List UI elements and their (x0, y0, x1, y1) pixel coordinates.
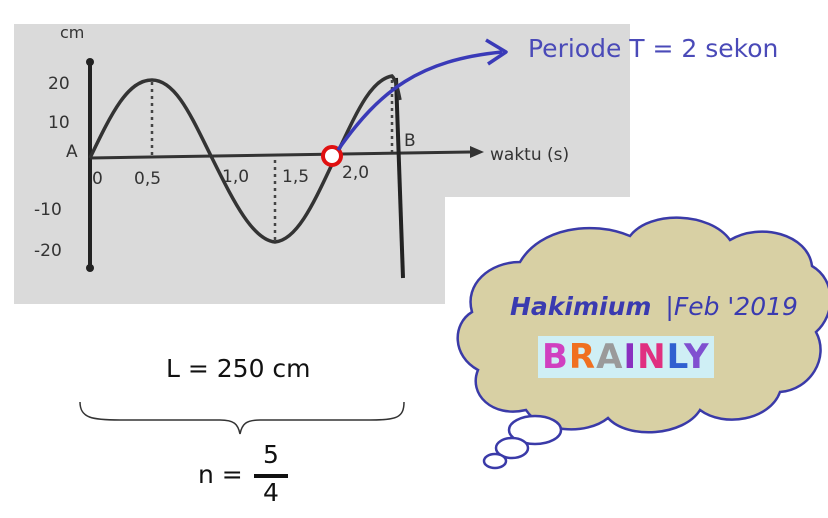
brainly-logo: BRAINLY (538, 336, 714, 378)
brand-letter-b: B (542, 337, 569, 377)
point-b-label: B (404, 131, 416, 151)
cloud-signature: Hakimium |Feb '2019 (510, 292, 798, 321)
length-text: L = 250 cm (166, 354, 311, 383)
b-line (394, 77, 405, 279)
y-tick-minus20: -20 (34, 241, 62, 261)
y-tick-20: 20 (48, 74, 70, 94)
y-axis-top-dot (86, 58, 94, 66)
thought-cloud (456, 216, 828, 434)
brand-letter-i: I (623, 337, 638, 377)
thought-bubble-large (507, 414, 563, 446)
period-arrow-head (485, 38, 508, 66)
brand-letter-r: R (568, 337, 597, 377)
x-axis (89, 150, 471, 160)
y-tick-minus10: -10 (34, 200, 62, 220)
brand-letter-l: L (666, 337, 684, 377)
x-tick-10: 1,0 (222, 167, 249, 187)
y-tick-10: 10 (48, 113, 70, 133)
signature-date: Feb '2019 (673, 292, 798, 321)
x-tick-0: 0 (92, 169, 103, 189)
fraction-bar (254, 474, 288, 478)
wave-curve (88, 74, 402, 244)
n-denominator: 4 (263, 478, 279, 507)
author-name: Hakimium (510, 292, 652, 321)
y-axis-bottom-dot (86, 264, 94, 272)
brand-letter-n: N (637, 337, 667, 377)
x-tick-15: 1,5 (282, 167, 309, 187)
period-text: Periode T = 2 sekon (528, 34, 779, 63)
x-axis-label: waktu (s) (490, 145, 569, 165)
brand-letter-a: A (596, 337, 624, 377)
thought-bubble-small (482, 452, 508, 470)
period-arrow (336, 50, 503, 152)
signature-separator: | (665, 292, 674, 321)
x-tick-20: 2,0 (342, 163, 369, 183)
x-tick-05: 0,5 (134, 169, 161, 189)
n-label: n = (198, 460, 243, 489)
period-marker (321, 145, 343, 167)
x-axis-arrow (470, 146, 484, 158)
thought-bubble-medium (494, 436, 530, 460)
brand-letter-y: Y (683, 337, 710, 377)
y-unit-label: cm (60, 23, 84, 42)
length-brace (79, 401, 405, 435)
point-a-label: A (66, 142, 78, 162)
n-numerator: 5 (263, 440, 279, 469)
